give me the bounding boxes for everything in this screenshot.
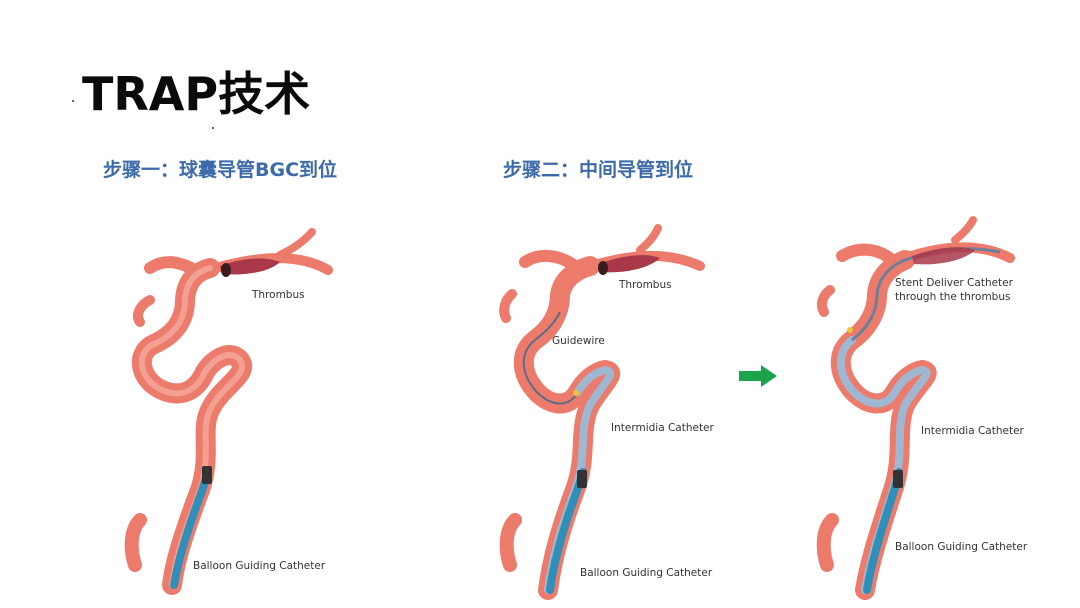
thrombus	[912, 247, 975, 265]
panel1-thrombus-label: Thrombus	[251, 289, 305, 301]
catheter-tip	[577, 470, 587, 488]
panel2-thrombus-label: Thrombus	[618, 279, 672, 291]
slide-title: TRAP技术	[82, 67, 311, 121]
panel1-illustration: Thrombus Balloon Guiding Catheter	[124, 228, 333, 595]
panel2-illustration: Thrombus Guidewire Intermidia Catheter B…	[499, 224, 715, 600]
step2-heading: 步骤二：中间导管到位	[503, 159, 694, 181]
panel3-stent-label-line2: through the thrombus	[895, 291, 1010, 303]
main-vessel	[513, 256, 621, 600]
guidewire	[522, 311, 579, 405]
balloon-guiding-catheter	[863, 468, 903, 594]
panel3-illustration: Stent Deliver Catheter through the throm…	[816, 216, 1028, 600]
catheter-tip	[893, 470, 903, 488]
main-vessel	[131, 258, 252, 595]
marker	[573, 390, 579, 396]
panel2-guidewire-label: Guidewire	[552, 335, 605, 347]
panel2-bgc-label: Balloon Guiding Catheter	[580, 567, 713, 579]
green-arrow-icon	[739, 365, 777, 387]
thrombus-shadow	[221, 263, 231, 277]
panel1-bgc-label: Balloon Guiding Catheter	[193, 560, 326, 572]
decor-dot	[212, 127, 214, 129]
catheter-tip	[202, 466, 212, 484]
panel3-stent-label-line1: Stent Deliver Catheter	[895, 277, 1014, 289]
panel3-bgc-label: Balloon Guiding Catheter	[895, 541, 1028, 553]
balloon-guiding-catheter	[546, 468, 587, 594]
decor-dot	[72, 100, 74, 102]
thrombus-shadow	[598, 261, 608, 275]
panel3-intermediate-label: Intermidia Catheter	[921, 425, 1025, 437]
balloon-guiding-catheter	[170, 466, 212, 589]
thrombus	[220, 258, 280, 275]
panel2-intermediate-label: Intermidia Catheter	[611, 422, 715, 434]
marker	[847, 327, 853, 333]
step1-heading: 步骤一：球囊导管BGC到位	[103, 159, 338, 181]
thrombus	[598, 255, 660, 273]
